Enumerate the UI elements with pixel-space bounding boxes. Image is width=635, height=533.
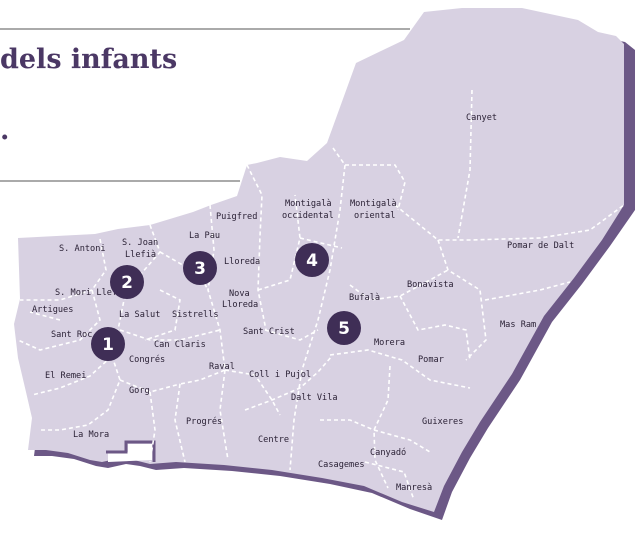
district-circle	[295, 243, 329, 277]
neighborhood-label: Sistrells	[172, 310, 219, 320]
district-number: 2	[121, 273, 133, 293]
neighborhood-label: Congrés	[129, 354, 165, 365]
neighborhood-label: Montigalà	[285, 199, 332, 209]
neighborhood-label: Morera	[374, 338, 405, 348]
neighborhood-label: El Remei	[45, 371, 86, 381]
neighborhood-label: Centre	[258, 435, 289, 445]
neighborhood-label: Canyadó	[370, 447, 406, 458]
district-number: 5	[338, 319, 350, 339]
district-number: 3	[194, 259, 206, 279]
neighborhood-label: S. Antoni	[59, 244, 106, 254]
neighborhood-label: Bonavista	[407, 280, 454, 290]
neighborhood-label: Progrés	[186, 416, 222, 427]
neighborhood-label: S. Joan	[122, 238, 158, 248]
neighborhood-label: Bufalà	[349, 293, 380, 303]
neighborhood-label: Raval	[209, 362, 235, 372]
district-circle	[91, 327, 125, 361]
neighborhood-label: La Pau	[189, 231, 220, 241]
district-number: 1	[102, 335, 114, 355]
neighborhood-label: Montigalà	[350, 199, 397, 209]
district-circle	[183, 251, 217, 285]
neighborhood-label: S. Mori Llefià	[55, 288, 127, 298]
neighborhood-label: La Salut	[119, 310, 160, 320]
neighborhood-label: Pomar de Dalt	[507, 241, 574, 251]
neighborhood-label: occidental	[282, 211, 334, 221]
district-circle	[327, 311, 361, 345]
harbour-shape	[106, 440, 156, 462]
district-markers: 1 2 3 4 5	[91, 243, 361, 361]
neighborhood-boundaries	[17, 89, 625, 501]
neighborhood-label: Sant Crist	[243, 327, 295, 337]
neighborhood-label: Puigfred	[216, 212, 257, 222]
neighborhood-label: Casagemes	[318, 460, 365, 470]
neighborhood-label: Canyet	[466, 113, 497, 123]
neighborhood-label: Manresà	[396, 483, 432, 493]
title-fragment: .	[0, 115, 10, 146]
page-title: dels infants	[0, 44, 178, 75]
neighborhood-label: Sant Roc	[51, 330, 92, 340]
neighborhood-label: Coll i Pujol	[249, 370, 311, 380]
neighborhood-label: Gorg	[129, 386, 150, 396]
neighborhood-label: Lloreda	[224, 257, 260, 267]
neighborhood-label: Pomar	[418, 355, 444, 365]
neighborhood-label: Artigues	[32, 305, 73, 315]
neighborhood-labels: Canyet Pomar de Dalt Mas Ram Montigalà o…	[32, 113, 574, 493]
neighborhood-label: Nova	[229, 289, 250, 299]
neighborhood-label: Lloreda	[222, 300, 258, 310]
neighborhood-label: Can Claris	[154, 340, 206, 350]
district-number: 4	[306, 251, 318, 271]
harbour	[108, 444, 152, 462]
neighborhood-label: Mas Ram	[500, 320, 536, 330]
neighborhood-label: Dalt Vila	[291, 393, 338, 403]
neighborhood-label: Llefià	[125, 250, 156, 260]
neighborhood-label: Guixeres	[422, 417, 463, 427]
neighborhood-label: La Mora	[73, 430, 109, 440]
district-circle	[110, 265, 144, 299]
neighborhood-label: oriental	[354, 211, 395, 221]
